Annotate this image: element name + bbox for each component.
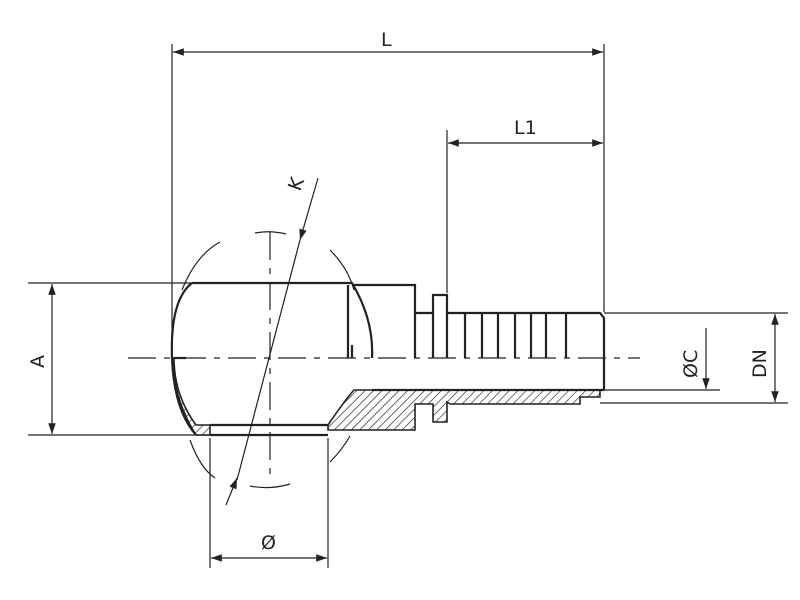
dimension-lines	[48, 48, 779, 562]
dimension-label-oc: ØC	[680, 350, 702, 378]
dimension-label-dn: DN	[749, 349, 771, 378]
centerlines	[128, 232, 640, 478]
dimension-label-a: A	[27, 355, 49, 368]
dimension-label-k: K	[284, 174, 309, 194]
dimension-label-l1: L1	[514, 117, 537, 139]
swing-arcs	[181, 231, 355, 489]
dimension-label-hole: Ø	[261, 532, 276, 554]
dimension-label-l: L	[381, 29, 392, 51]
hose-tail	[327, 283, 606, 431]
banjo-ring	[170, 281, 374, 437]
extension-lines	[28, 44, 788, 568]
